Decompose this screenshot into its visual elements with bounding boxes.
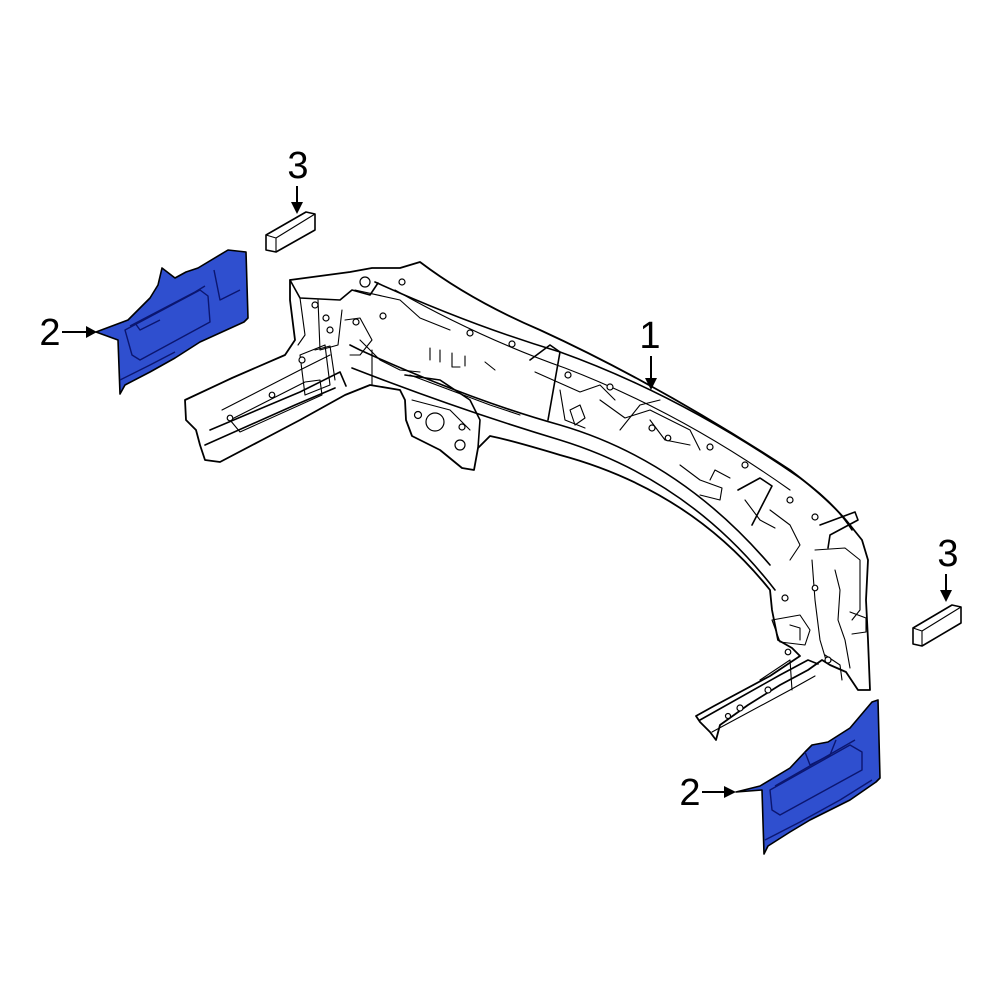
pad-part-3-lower[interactable] bbox=[912, 604, 962, 647]
arrow-right-icon bbox=[724, 786, 736, 798]
callout-3-upper-label: 3 bbox=[287, 145, 308, 187]
arrow-down-icon bbox=[645, 378, 657, 390]
callout-2-left: 2 bbox=[39, 312, 97, 354]
side-panel-part-2-left[interactable] bbox=[95, 249, 249, 395]
arrow-down-icon bbox=[291, 202, 303, 214]
callout-2-right: 2 bbox=[679, 772, 736, 814]
arrow-right-icon bbox=[86, 326, 97, 338]
callout-2-right-label: 2 bbox=[679, 772, 700, 814]
rear-crossmember-part-1[interactable] bbox=[184, 261, 871, 741]
pad-part-3-upper[interactable] bbox=[265, 211, 316, 253]
callout-1: 1 bbox=[639, 315, 661, 390]
callout-3-lower: 3 bbox=[937, 533, 959, 602]
callout-1-label: 1 bbox=[639, 315, 660, 357]
side-panel-part-2-right[interactable] bbox=[735, 699, 881, 855]
callout-3-lower-label: 3 bbox=[937, 533, 958, 575]
arrow-down-icon bbox=[940, 590, 952, 602]
callout-2-left-label: 2 bbox=[39, 312, 60, 354]
callout-3-upper: 3 bbox=[287, 145, 309, 214]
